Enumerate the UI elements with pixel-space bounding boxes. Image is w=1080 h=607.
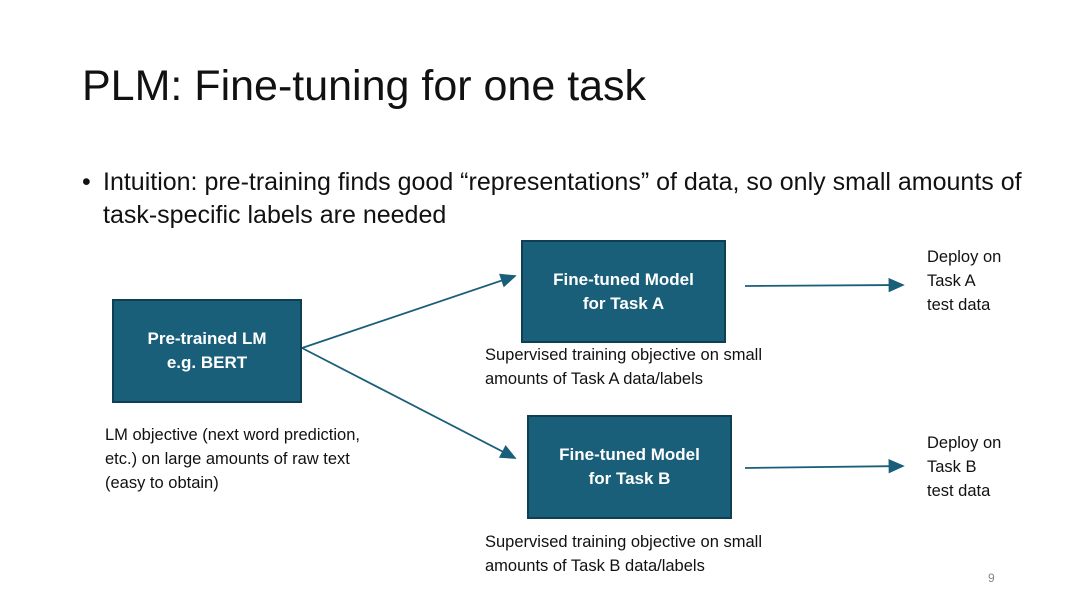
model-b-line2: for Task B [588,469,671,488]
arrow-b-to-deploy [744,458,905,474]
supervised-a-note: Supervised training objective on small a… [485,343,762,391]
pretrained-lm-box: Pre-trained LM e.g. BERT [112,299,302,403]
note-line: Deploy on [927,248,1002,266]
model-b-line1: Fine-tuned Model [559,445,700,464]
note-line: Task A [927,272,976,290]
pretrained-box-line1: Pre-trained LM [147,329,267,348]
note-line: (easy to obtain) [105,474,219,492]
note-line: amounts of Task B data/labels [485,557,705,575]
deploy-a-note: Deploy on Task A test data [927,245,1001,317]
note-line: test data [927,296,991,314]
note-line: Deploy on [927,434,1002,452]
note-line: etc.) on large amounts of raw text [105,450,350,468]
slide-title: PLM: Fine-tuning for one task [82,62,647,110]
note-line: Task B [927,458,977,476]
finetuned-model-a-box: Fine-tuned Model for Task A [521,240,726,343]
note-line: LM objective (next word prediction, [105,426,360,444]
arrow-pretrained-to-b [301,347,517,459]
bullet-text: Intuition: pre-training finds good “repr… [103,168,1022,229]
lm-objective-note: LM objective (next word prediction, etc.… [105,423,360,495]
arrow-pretrained-to-a [301,273,517,349]
note-line: amounts of Task A data/labels [485,370,704,388]
arrow-a-to-deploy [744,277,905,293]
supervised-b-note: Supervised training objective on small a… [485,530,762,578]
finetuned-model-b-box: Fine-tuned Model for Task B [527,415,732,519]
model-a-line2: for Task A [582,293,665,313]
bullet-marker: • [82,168,91,196]
note-line: Supervised training objective on small [485,346,762,364]
pretrained-box-line2: e.g. BERT [166,353,248,372]
page-number: 9 [988,571,995,585]
note-line: test data [927,482,991,500]
model-a-line1: Fine-tuned Model [553,269,694,289]
note-line: Supervised training objective on small [485,533,762,551]
deploy-b-note: Deploy on Task B test data [927,431,1001,503]
